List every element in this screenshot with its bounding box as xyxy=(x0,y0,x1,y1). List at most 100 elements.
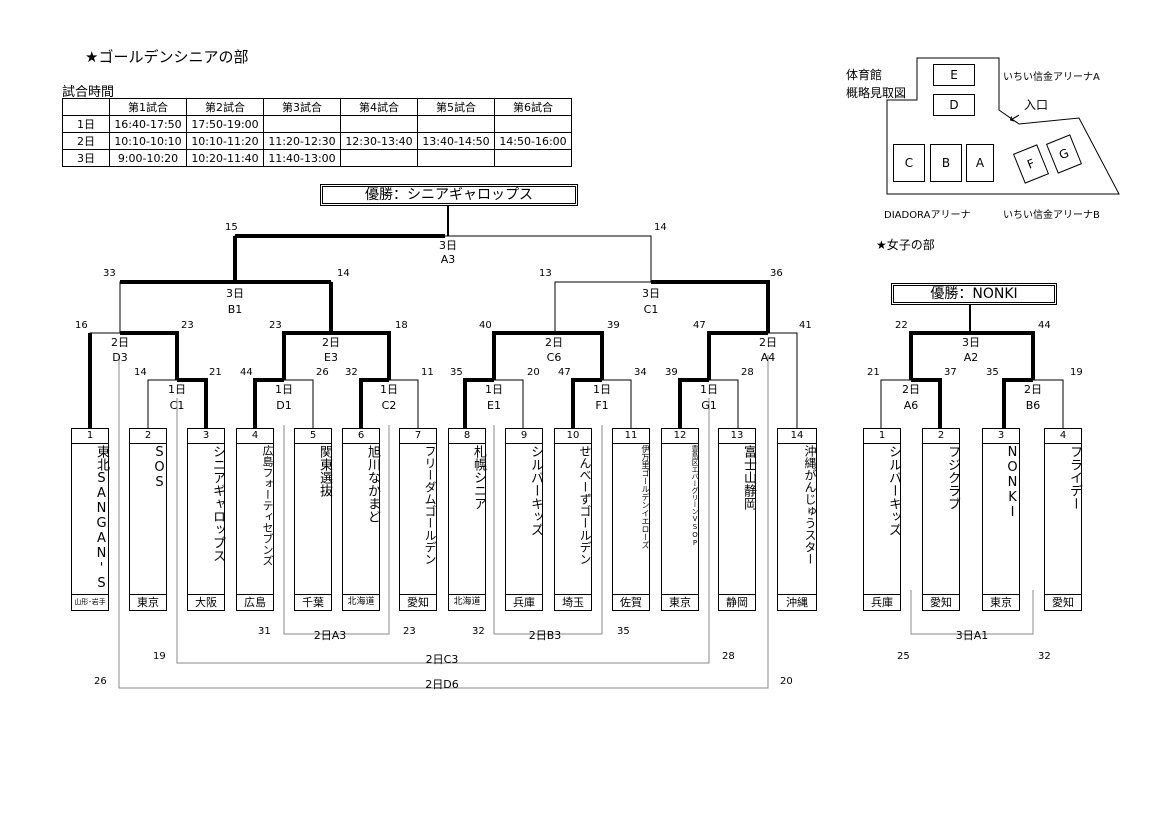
team-prefecture: 東京 xyxy=(662,594,698,610)
sf-right-path xyxy=(651,280,770,333)
schedule-cell: 11:20-12:30 xyxy=(263,132,341,150)
team-name: NONKI xyxy=(1005,445,1020,520)
score-label: 20 xyxy=(780,676,793,687)
team-name: シルバーキッズ xyxy=(528,445,543,536)
team-number: 6 xyxy=(343,429,379,444)
score-label: 37 xyxy=(944,367,957,378)
entrance-label: 入口 xyxy=(1024,98,1049,112)
score-label: 26 xyxy=(94,676,107,687)
team-prefecture: 東京 xyxy=(130,594,166,610)
team-number: 2 xyxy=(130,429,166,444)
score-label: 47 xyxy=(693,320,706,331)
match-code: A3 xyxy=(440,253,456,266)
score-label: 23 xyxy=(181,320,194,331)
score-label: 28 xyxy=(722,651,735,662)
court-e: E xyxy=(933,64,975,86)
women-semi1-win xyxy=(911,378,942,428)
team-number: 8 xyxy=(449,429,485,444)
score-label: 35 xyxy=(617,626,630,637)
team-name: フライデー xyxy=(1067,445,1082,510)
senior-champion: 優勝：シニアギャロップス xyxy=(320,184,578,206)
team-number: 12 xyxy=(662,429,698,444)
score-label: 14 xyxy=(654,222,667,233)
team-name: 豊島区エバーグリーンVSOP xyxy=(691,445,699,547)
schedule-cell: 11:40-13:00 xyxy=(263,149,341,167)
team-box: 5 関東選抜 千葉 xyxy=(294,428,332,611)
score-label: 21 xyxy=(867,367,880,378)
team-name: SOS xyxy=(152,445,167,490)
match-code: B1 xyxy=(227,303,243,316)
score-label: 47 xyxy=(558,367,571,378)
score-label: 44 xyxy=(240,367,253,378)
match-code: A6 xyxy=(903,399,919,412)
match-day: 1日 xyxy=(593,383,611,396)
team-name: 旭川なかまど xyxy=(365,445,380,523)
team-box: 9 シルバーキッズ 兵庫 xyxy=(505,428,543,611)
team-number: 2 xyxy=(923,429,959,444)
qf2-win xyxy=(282,331,391,380)
page-title: ★ゴールデンシニアの部 xyxy=(85,48,249,66)
score-label: 26 xyxy=(316,367,329,378)
consolation-label: 3日A1 xyxy=(955,629,989,642)
match-day: 1日 xyxy=(275,383,293,396)
match-code: D3 xyxy=(112,351,128,364)
consolation-label: 2日D6 xyxy=(425,678,459,691)
team-box: 4 フライデー 愛知 xyxy=(1044,428,1082,611)
match-code: F1 xyxy=(595,399,609,412)
match-code: D1 xyxy=(276,399,292,412)
team-name: シルバーキッズ xyxy=(886,445,901,536)
consolation-label: 2日C3 xyxy=(425,653,459,666)
consolation-c3-line xyxy=(176,398,710,664)
r1-g1-win xyxy=(678,378,709,428)
match-day: 1日 xyxy=(168,383,186,396)
team-box: 14 沖縄がんじゅうスター 沖縄 xyxy=(777,428,817,611)
match-day: 3日 xyxy=(642,287,660,300)
score-label: 23 xyxy=(403,626,416,637)
score-label: 16 xyxy=(75,320,88,331)
r1-d1-win xyxy=(253,378,284,428)
r1-c2-win xyxy=(359,378,389,428)
court-d: D xyxy=(933,94,975,116)
match-day: 1日 xyxy=(380,383,398,396)
score-label: 36 xyxy=(770,268,783,279)
team-prefecture: 千葉 xyxy=(295,594,331,610)
match-day: 1日 xyxy=(700,383,718,396)
women-semi2-win xyxy=(1002,378,1033,428)
consolation-label: 2日A3 xyxy=(313,629,347,642)
match-code: C2 xyxy=(381,399,397,412)
team-name: 東北SANGAN'S xyxy=(94,445,109,591)
score-label: 34 xyxy=(634,367,647,378)
team-prefecture: 愛知 xyxy=(1045,594,1081,610)
team-name: 広島フォーティセブンズ xyxy=(261,445,274,566)
arena-b-label: いちい信金アリーナB xyxy=(1003,210,1100,221)
team-number: 1 xyxy=(864,429,900,444)
team-prefecture: 山形･岩手 xyxy=(72,594,108,610)
team-prefecture: 兵庫 xyxy=(506,594,542,610)
team-box: 3 NONKI 東京 xyxy=(982,428,1020,611)
schedule-header-row: 第1試合 第2試合 第3試合 第4試合 第5試合 第6試合 xyxy=(62,98,572,116)
team-prefecture: 東京 xyxy=(983,594,1019,610)
venue-outline xyxy=(886,57,1120,195)
score-label: 11 xyxy=(421,367,434,378)
schedule-cell: 12:30-13:40 xyxy=(340,132,418,150)
women-champion: 優勝：NONKI xyxy=(891,283,1057,305)
venue-subtitle: 概略見取図 xyxy=(846,86,907,100)
team-number: 14 xyxy=(778,429,816,444)
score-label: 32 xyxy=(1038,651,1051,662)
score-label: 35 xyxy=(986,367,999,378)
schedule-title: 試合時間 xyxy=(62,85,115,100)
score-label: 18 xyxy=(395,320,408,331)
score-label: 40 xyxy=(479,320,492,331)
team-number: 4 xyxy=(237,429,273,444)
qf3-win xyxy=(492,331,604,380)
arena-a-label: いちい信金アリーナA xyxy=(1003,72,1100,83)
match-code: G1 xyxy=(701,399,717,412)
score-label: 20 xyxy=(527,367,540,378)
qf1-win xyxy=(120,331,179,380)
qf4-win xyxy=(707,331,768,380)
team-prefecture: 愛知 xyxy=(400,594,436,610)
score-label: 32 xyxy=(345,367,358,378)
match-code: E3 xyxy=(324,351,338,364)
team-prefecture: 沖縄 xyxy=(778,594,816,610)
score-label: 15 xyxy=(225,222,238,233)
